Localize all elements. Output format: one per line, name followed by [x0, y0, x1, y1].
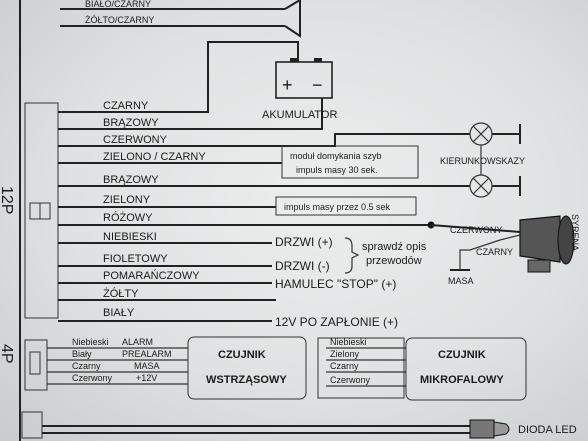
- microwave-row: Zielony: [330, 349, 360, 359]
- impulse-note: impuls masy przez 0.5 sek: [275, 196, 417, 216]
- top-wire-label: BIAŁO/CZARNY: [85, 0, 151, 9]
- microwave-sensor-box: [405, 337, 527, 401]
- microwave-sensor: CZUJNIK MIKROFALOWY Niebieski Zielony Cz…: [317, 337, 527, 401]
- siren: CZERWONY CZARNY MASA SYRENA: [427, 214, 580, 286]
- microwave-title2: MIKROFALOWY: [420, 374, 504, 386]
- main-wire-labels: CZARNY BRĄZOWY CZERWONY ZIELONO / CZARNY…: [103, 100, 206, 319]
- shock-row-color: Czerwony: [72, 373, 113, 383]
- wire-label-bialy: BIAŁY: [103, 307, 135, 319]
- connector-led: [21, 411, 43, 439]
- led: DIODA LED: [42, 419, 577, 439]
- wire-label-brazowy: BRĄZOWY: [103, 117, 159, 129]
- brake-label: HAMULEC "STOP" (+): [275, 277, 396, 291]
- turn-signals-label: KIERUNKOWSKAZY: [440, 156, 525, 166]
- shock-row-color: Niebieski: [72, 337, 109, 347]
- ignition-label: 12V PO ZAPŁONIE (+): [275, 315, 398, 329]
- siren-label: SYRENA: [570, 214, 580, 251]
- impulse-note-text: impuls masy przez 0.5 sek: [284, 202, 391, 212]
- connector-12p-label: 12P: [0, 186, 15, 214]
- wire-label-fioletowy: FIOLETOWY: [103, 253, 168, 265]
- top-wire-label: ŻÓŁTO/CZARNY: [85, 15, 154, 25]
- module-note-box: [281, 145, 419, 179]
- connector-4p: [24, 339, 48, 391]
- siren-black-label: CZARNY: [476, 247, 513, 257]
- wire-label-czarny: CZARNY: [103, 100, 149, 112]
- module-note: moduł domykania szyb impuls masy 30 sek.: [281, 145, 419, 179]
- battery: + − AKUMULATOR: [262, 58, 337, 121]
- wire-label-zielono-czarny: ZIELONO / CZARNY: [103, 151, 206, 163]
- battery-minus: −: [312, 75, 323, 95]
- led-icon: [469, 419, 495, 439]
- top-wires: BIAŁO/CZARNY ŻÓŁTO/CZARNY: [60, 0, 301, 38]
- main-wires: [58, 41, 470, 322]
- shock-row-func: ALARM: [122, 337, 153, 347]
- impulse-note-box: [275, 196, 417, 216]
- wire-label-zielony: ZIELONY: [103, 194, 151, 206]
- wire-label-brazowy-2: BRĄZOWY: [103, 174, 159, 186]
- shock-row-color: Czarny: [72, 361, 101, 371]
- led-label: DIODA LED: [518, 424, 577, 436]
- wire-label-czerwony: CZERWONY: [103, 134, 168, 146]
- turn-signal-lamps: KIERUNKOWSKAZY: [440, 122, 525, 198]
- microwave-connector-box: [317, 337, 405, 399]
- wire-label-niebieski: NIEBIESKI: [103, 231, 157, 243]
- brace: [344, 237, 360, 274]
- module-note-line2: impuls masy 30 sek.: [296, 165, 378, 175]
- main-connector: 12P 4P: [0, 0, 59, 441]
- module-note-line1: moduł domykania szyb: [290, 151, 382, 161]
- microwave-title1: CZUJNIK: [438, 349, 486, 361]
- microwave-row: Niebieski: [330, 337, 367, 347]
- siren-icon: [519, 215, 561, 263]
- shock-sensor: CZUJNIK WSTRZĄSOWY Niebieski ALARM Biały…: [47, 336, 307, 400]
- shock-row-func: MASA: [134, 361, 160, 371]
- battery-icon: [275, 61, 333, 99]
- drzwi-minus-label: DRZWI (-): [275, 259, 330, 273]
- shock-sensor-box: [187, 336, 307, 400]
- check-note-1: sprawdź opis: [362, 241, 427, 253]
- shock-row-color: Biały: [72, 349, 92, 359]
- check-note-2: przewodów: [366, 255, 422, 267]
- siren-red-label: CZERWONY: [450, 225, 502, 235]
- connector-12p: [24, 102, 59, 319]
- battery-label: AKUMULATOR: [262, 109, 337, 121]
- shock-row-func: PREALARM: [122, 349, 172, 359]
- wire-label-zolty: ŻÓŁTY: [103, 287, 139, 300]
- shock-sensor-title1: CZUJNIK: [218, 349, 266, 361]
- wire-label-rozowy: RÓŻOWY: [103, 211, 153, 224]
- battery-plus: +: [282, 75, 293, 95]
- siren-ground-label: MASA: [448, 276, 474, 286]
- microwave-row: Czarny: [330, 361, 359, 371]
- shock-row-func: +12V: [136, 373, 157, 383]
- shock-sensor-title2: WSTRZĄSOWY: [206, 374, 287, 386]
- wire-label-pomaranczowy: POMARAŃCZOWY: [103, 269, 200, 282]
- connector-4p-label: 4P: [0, 344, 15, 364]
- drzwi-plus-label: DRZWI (+): [275, 235, 333, 249]
- microwave-row: Czerwony: [330, 375, 371, 385]
